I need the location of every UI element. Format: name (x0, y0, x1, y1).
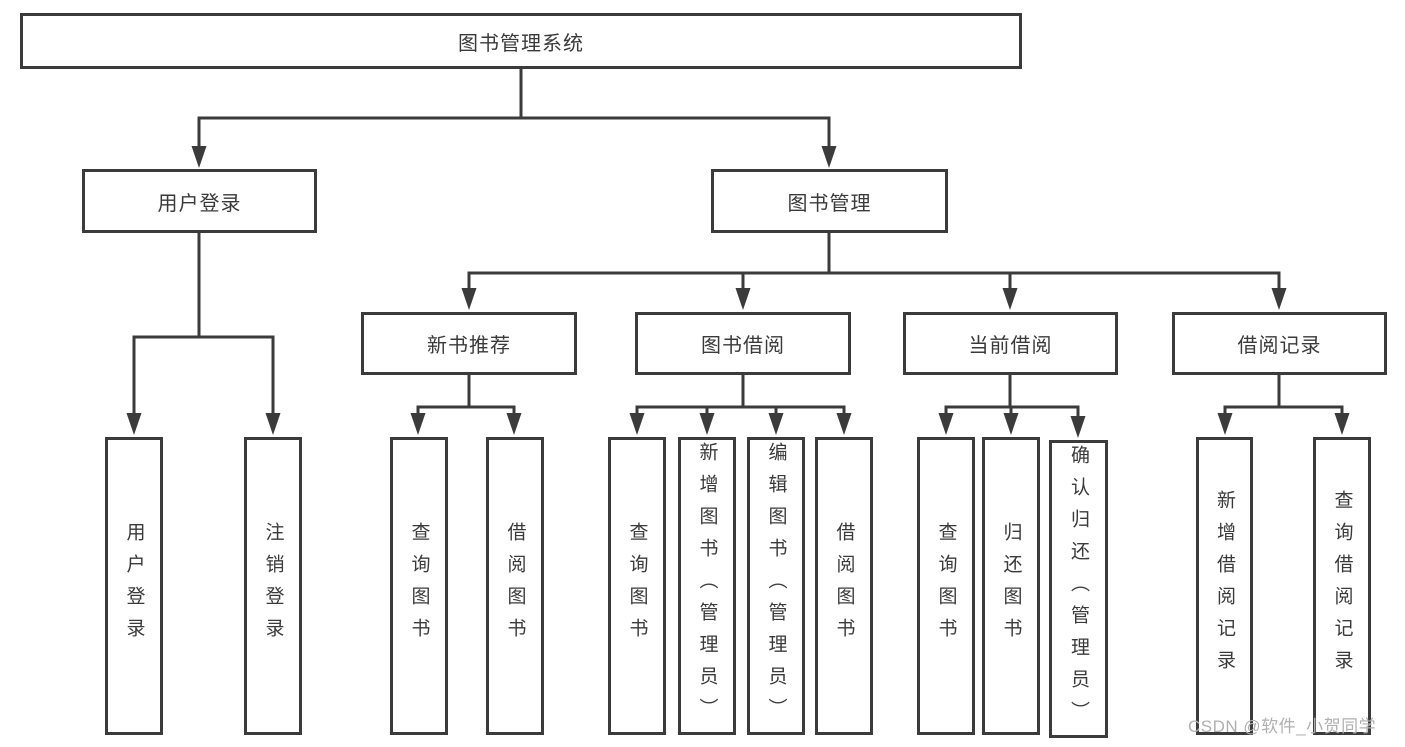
node-new-book-recommend: 新书推荐 (361, 312, 577, 375)
node-user-login: 用户登录 (82, 169, 317, 233)
node-current-borrow: 当前借阅 (903, 312, 1118, 375)
watermark-text: CSDN @软件_小贺同学 (1188, 717, 1377, 736)
node-book-management: 图书管理 (711, 169, 948, 233)
leaf-return-book: 归还图书 (982, 437, 1040, 735)
node-book-borrow: 图书借阅 (635, 312, 851, 375)
node-borrow-records: 借阅记录 (1172, 312, 1387, 375)
leaf-confirm-return-admin: 确认归还（管理员） (1049, 440, 1108, 738)
leaf-borrow-book-borrow: 借阅图书 (815, 437, 873, 735)
leaf-logout: 注销登录 (244, 437, 302, 735)
leaf-query-book-borrow: 查询图书 (608, 437, 666, 735)
leaf-query-book-newrec: 查询图书 (390, 437, 448, 735)
leaf-query-borrow-record: 查询借阅记录 (1313, 437, 1371, 735)
leaf-user-login: 用户登录 (105, 437, 163, 735)
leaf-edit-book-admin: 编辑图书（管理员） (747, 437, 805, 735)
leaf-add-book-admin: 新增图书（管理员） (678, 437, 736, 735)
leaf-borrow-book-newrec: 借阅图书 (486, 437, 544, 735)
leaf-query-book-current: 查询图书 (917, 437, 975, 735)
leaf-add-borrow-record: 新增借阅记录 (1196, 437, 1253, 735)
node-root: 图书管理系统 (20, 13, 1022, 69)
